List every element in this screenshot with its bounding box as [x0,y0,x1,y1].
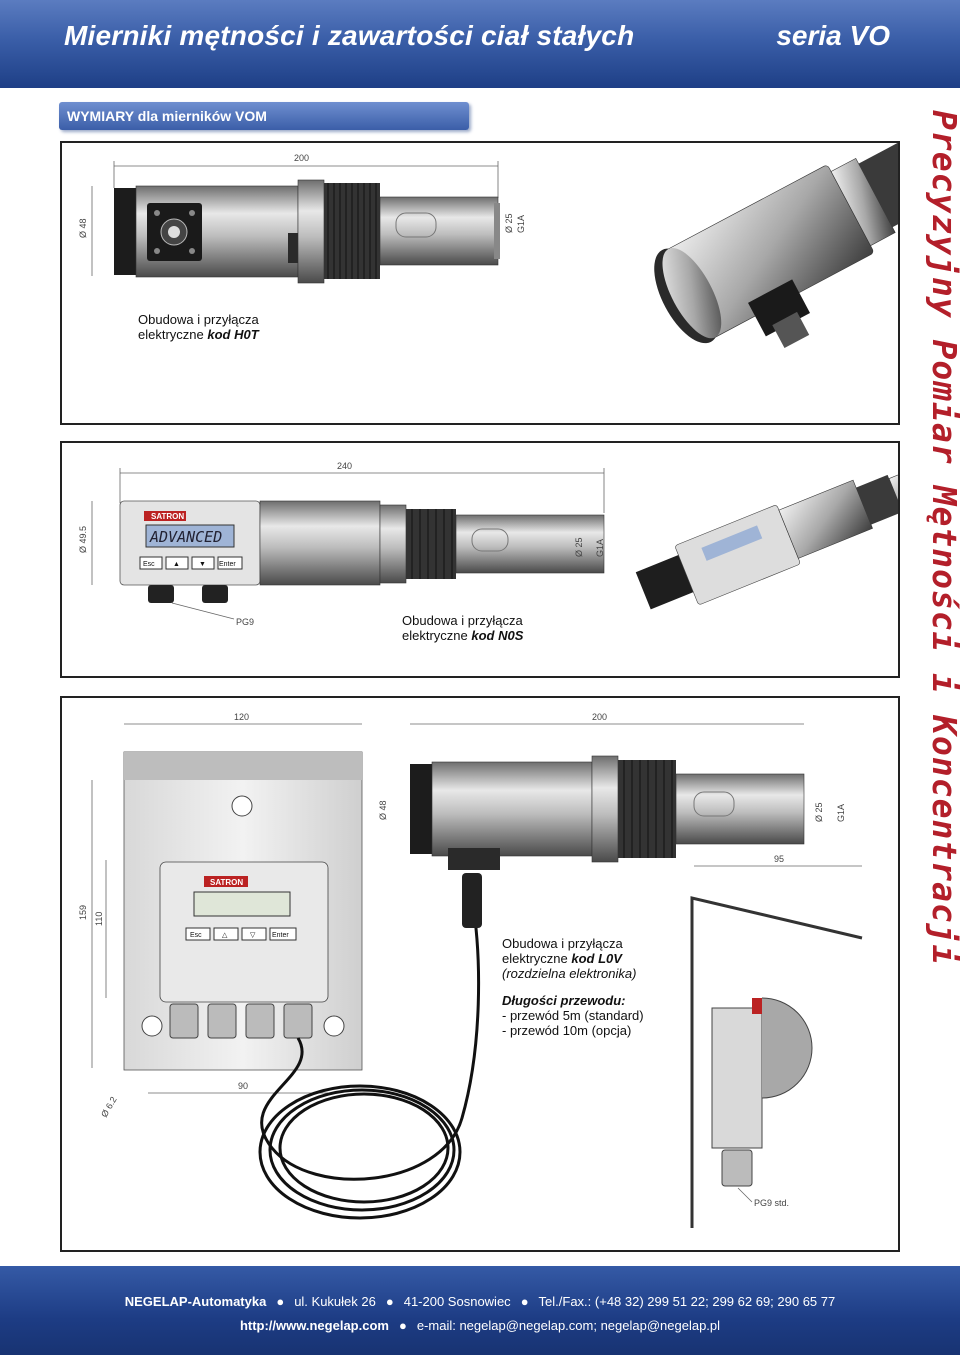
drawing-h0t: 200 Ø 48 Ø 25 G1A [78,143,898,349]
caption-h0t: Obudowa i przyłącza elektryczne kod H0T [138,312,259,342]
dim-gland: PG9 [236,617,254,627]
panel-h0t: 200 Ø 48 Ø 25 G1A [60,141,900,425]
page-title: Mierniki mętności i zawartości ciał stał… [64,20,635,51]
section-title: WYMIARY dla mierników VOM [67,108,267,124]
caption-line2: elektryczne kod N0S [402,628,523,643]
caption-line1: Obudowa i przyłącza [138,312,259,327]
caption-line2: elektryczne kod L0V [502,951,644,966]
dim-thread: G1A [836,804,846,822]
dim-tip: Ø 25 [504,213,514,233]
dim-tip: Ø 25 [574,537,584,557]
key-up: ▲ [173,561,180,568]
caption-line1: Obudowa i przyłącza [502,936,623,951]
page-header: Mierniki mętności i zawartości ciał stał… [0,0,960,88]
dim-box-width: 120 [234,712,249,722]
dim-box-height-outer: 159 [78,905,88,920]
bullet-icon: ● [398,1318,407,1333]
key-down: ▼ [199,561,206,568]
dim-diameter: Ø 49.5 [78,526,88,553]
lcd-text: ADVANCED [149,528,222,546]
dim-hole: Ø 6.2 [99,1095,119,1119]
cable-option-standard: - przewód 5m (standard) [502,1008,644,1023]
caption-prefix: elektryczne [402,628,472,643]
panel-l0v: 120 159 110 90 Ø 6.2 SATRON Esc △ ▽ Ente… [60,696,900,1252]
caption-line1: Obudowa i przyłącza [402,613,523,628]
footer-address-line: NEGELAP-Automatyka ● ul. Kukułek 26 ● 41-200… [0,1294,960,1309]
dim-thread: G1A [516,215,526,233]
bullet-icon: ● [385,1294,394,1309]
caption-line3: (rozdzielna elektronika) [502,966,637,981]
product-code: kod H0T [207,327,259,342]
dim-length: 200 [592,712,607,722]
key-up: △ [222,932,228,939]
key-down: ▽ [250,932,256,939]
key-esc: Esc [143,561,155,568]
product-code: kod L0V [571,951,622,966]
dim-diameter: Ø 48 [78,218,88,238]
caption-prefix: elektryczne [502,951,572,966]
dim-thread: G1A [595,539,605,557]
bullet-icon: ● [276,1294,285,1309]
footer-contact-line: http://www.negelap.com ● e-mail: negelap@n… [0,1318,960,1333]
footer-company: NEGELAP-Automatyka [124,1294,267,1309]
caption-l0v: Obudowa i przyłącza elektryczne kod L0V … [502,936,644,1038]
key-esc: Esc [190,932,202,939]
footer-phone: Tel./Fax.: (+48 32) 299 51 22; 299 62 69… [538,1294,836,1309]
product-code: kod N0S [471,628,524,643]
dim-gland: PG9 std. [754,1198,789,1208]
caption-prefix: elektryczne [138,327,208,342]
cable-option-optional: - przewód 10m (opcja) [502,1023,632,1038]
caption-n0s: Obudowa i przyłącza elektryczne kod N0S [402,613,523,643]
dim-bracket: 95 [774,854,784,864]
section-tab: WYMIARY dla mierników VOM [59,102,469,130]
brand-label: SATRON [210,878,243,887]
dim-tip: Ø 25 [814,802,824,822]
dim-length: 200 [294,153,309,163]
drawing-n0s: 240 Ø 49.5 SATRON ADVANCED Esc ▲ ▼ Enter… [78,453,898,627]
cable-title: Długości przewodu: [502,993,626,1008]
caption-line2: elektryczne kod H0T [138,327,259,342]
key-enter: Enter [272,932,289,939]
dim-length: 240 [337,461,352,471]
page-footer: NEGELAP-Automatyka ● ul. Kukułek 26 ● 41-200… [0,1266,960,1355]
footer-email[interactable]: e-mail: negelap@negelap.com; negelap@neg… [416,1318,721,1333]
series-label: seria VO [776,20,890,51]
dim-box-height-inner: 110 [94,912,104,926]
drawing-l0v: 120 159 110 90 Ø 6.2 SATRON Esc △ ▽ Ente… [78,712,863,1228]
side-slogan: Precyzyjny Pomiar Mętności i Koncentracj… [925,110,960,966]
key-enter: Enter [219,561,236,568]
footer-city: 41-200 Sosnowiec [403,1294,511,1309]
bullet-icon: ● [520,1294,529,1309]
dim-mount-spacing: 90 [238,1081,248,1091]
panel-n0s: 240 Ø 49.5 SATRON ADVANCED Esc ▲ ▼ Enter… [60,441,900,678]
footer-web-link[interactable]: http://www.negelap.com [239,1318,389,1333]
brand-label: SATRON [151,512,184,521]
footer-street: ul. Kukułek 26 [294,1294,376,1309]
dim-diameter: Ø 48 [378,800,388,820]
